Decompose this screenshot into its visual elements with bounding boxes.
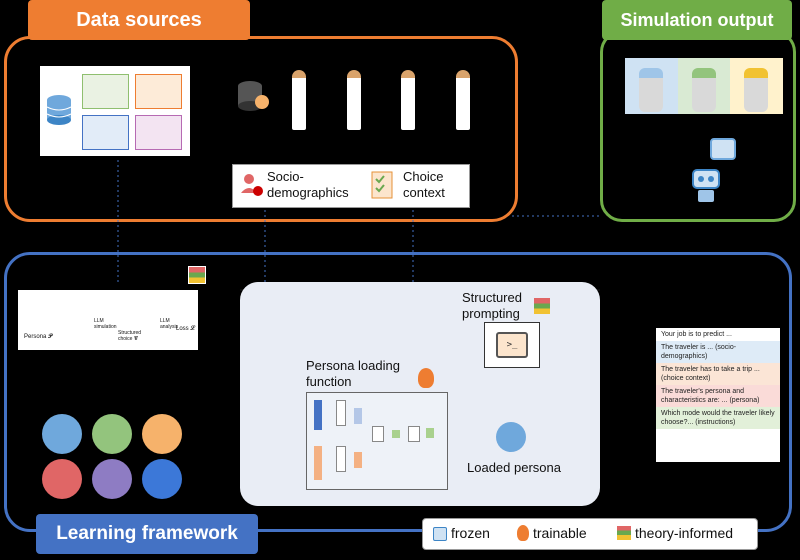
- legend-frozen: frozen: [451, 525, 490, 541]
- persona-loading-function-label: Persona loading function: [306, 358, 400, 389]
- loaded-persona-label: Loaded persona: [467, 460, 561, 475]
- person-icon: [401, 70, 416, 130]
- dataset-cell: [82, 115, 129, 150]
- legend: frozen trainable theory-informed: [422, 518, 758, 550]
- legend-theory-informed: theory-informed: [635, 525, 734, 541]
- books-icon: [617, 526, 631, 540]
- data-attributes-card: Socio- demographics Choice context: [232, 164, 470, 208]
- robot-panel-yellow: [730, 58, 784, 114]
- mini-persona-label: Persona 𝓟: [24, 334, 53, 340]
- robot-icon: [690, 166, 722, 204]
- learning-framework-frame: [4, 252, 792, 532]
- mini-structured-choice-label: Structured choice 𝓒: [118, 330, 142, 342]
- person-icon: [292, 70, 306, 130]
- dataset-grid-card: [40, 66, 190, 156]
- network-layer: [336, 446, 346, 472]
- network-layer: [354, 452, 362, 468]
- network-layer: [354, 408, 362, 424]
- mini-loss-label: Loss 𝓛: [176, 326, 195, 332]
- prompt-line-choice: The traveler has to take a trip ... (cho…: [656, 363, 780, 385]
- person-icon: [346, 70, 361, 130]
- network-layer: [314, 400, 322, 430]
- network-layer: [314, 446, 322, 480]
- fire-icon: [418, 368, 434, 388]
- ice-cube-icon: [710, 138, 736, 160]
- robot-icon: [744, 68, 769, 112]
- traveler-figures: [292, 70, 470, 130]
- dataset-cell: [135, 74, 182, 109]
- database-icon: [236, 80, 270, 119]
- network-layer: [408, 426, 420, 442]
- database-icon: [44, 94, 74, 133]
- legend-trainable: trainable: [533, 525, 587, 541]
- dataset-grid: [82, 74, 182, 150]
- robots-strip: [625, 58, 784, 114]
- fire-icon: [517, 525, 529, 541]
- prompt-line-intro: Your job is to predict ...: [656, 328, 780, 341]
- robot-panel-green: [677, 58, 731, 114]
- robot-icon: [691, 68, 716, 112]
- traveler-icons-card: [232, 66, 470, 130]
- prompt-text-card: Your job is to predict ... The traveler …: [656, 328, 780, 462]
- network-layer: [392, 430, 400, 438]
- socio-demographics-label: Socio- demographics: [267, 169, 349, 200]
- network-layer: [372, 426, 384, 442]
- books-icon: [534, 298, 550, 314]
- loaded-persona-avatar: [496, 422, 526, 452]
- dataset-cell: [82, 74, 129, 109]
- person-info-icon: [241, 173, 263, 197]
- avatar: [42, 459, 82, 499]
- avatar: [42, 414, 82, 454]
- mini-framework-diagram: Persona 𝓟 LLM simulation Structured choi…: [18, 290, 198, 350]
- data-sources-tab: Data sources: [28, 0, 250, 40]
- avatar: [92, 459, 132, 499]
- choice-context-label: Choice context: [403, 169, 445, 200]
- prompt-line-socio: The traveler is ... (socio-demographics): [656, 341, 780, 363]
- structured-prompting-label: Structured prompting: [462, 290, 522, 321]
- avatar: [142, 459, 182, 499]
- terminal-icon: >_: [496, 332, 528, 358]
- persona-avatars-card: [40, 408, 190, 502]
- mini-llm-simulation-label: LLM simulation: [94, 318, 117, 330]
- person-icon: [455, 70, 470, 130]
- avatar: [92, 414, 132, 454]
- robot-panel-blue: [625, 58, 678, 114]
- books-icon: [188, 266, 206, 284]
- robot-icon: [639, 68, 663, 112]
- simulation-output-tab: Simulation output: [602, 0, 792, 40]
- avatar: [142, 414, 182, 454]
- prompt-line-persona: The traveler's persona and characteristi…: [656, 385, 780, 407]
- mini-llm-analysis-label: LLM analysis: [160, 318, 179, 330]
- ice-cube-icon: [433, 527, 447, 541]
- prompt-line-instructions: Which mode would the traveler likely cho…: [656, 407, 780, 429]
- data-sources-frame: [4, 36, 518, 222]
- network-layer: [336, 400, 346, 426]
- checklist-icon: [371, 171, 393, 204]
- dataset-cell: [135, 115, 182, 150]
- learning-framework-tab: Learning framework: [36, 514, 258, 554]
- network-layer: [426, 428, 434, 438]
